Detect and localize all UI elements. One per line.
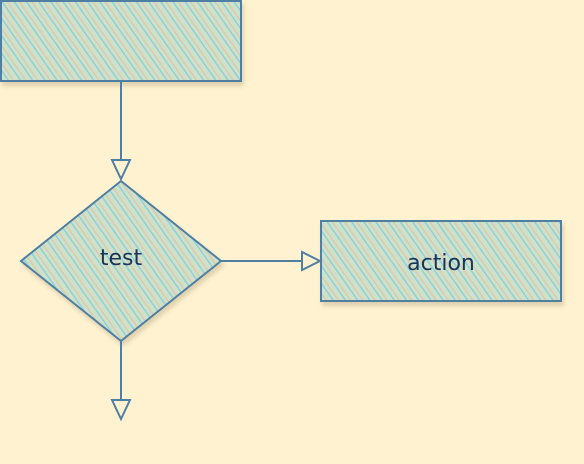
start-node[interactable]	[0, 0, 242, 82]
arrowhead-down-icon	[110, 159, 132, 182]
action-node-label: action	[407, 251, 475, 276]
action-node[interactable]	[320, 220, 562, 302]
arrowhead-right-icon	[301, 250, 323, 272]
arrowhead-down-icon	[110, 399, 132, 422]
test-node-label: test	[100, 246, 143, 271]
